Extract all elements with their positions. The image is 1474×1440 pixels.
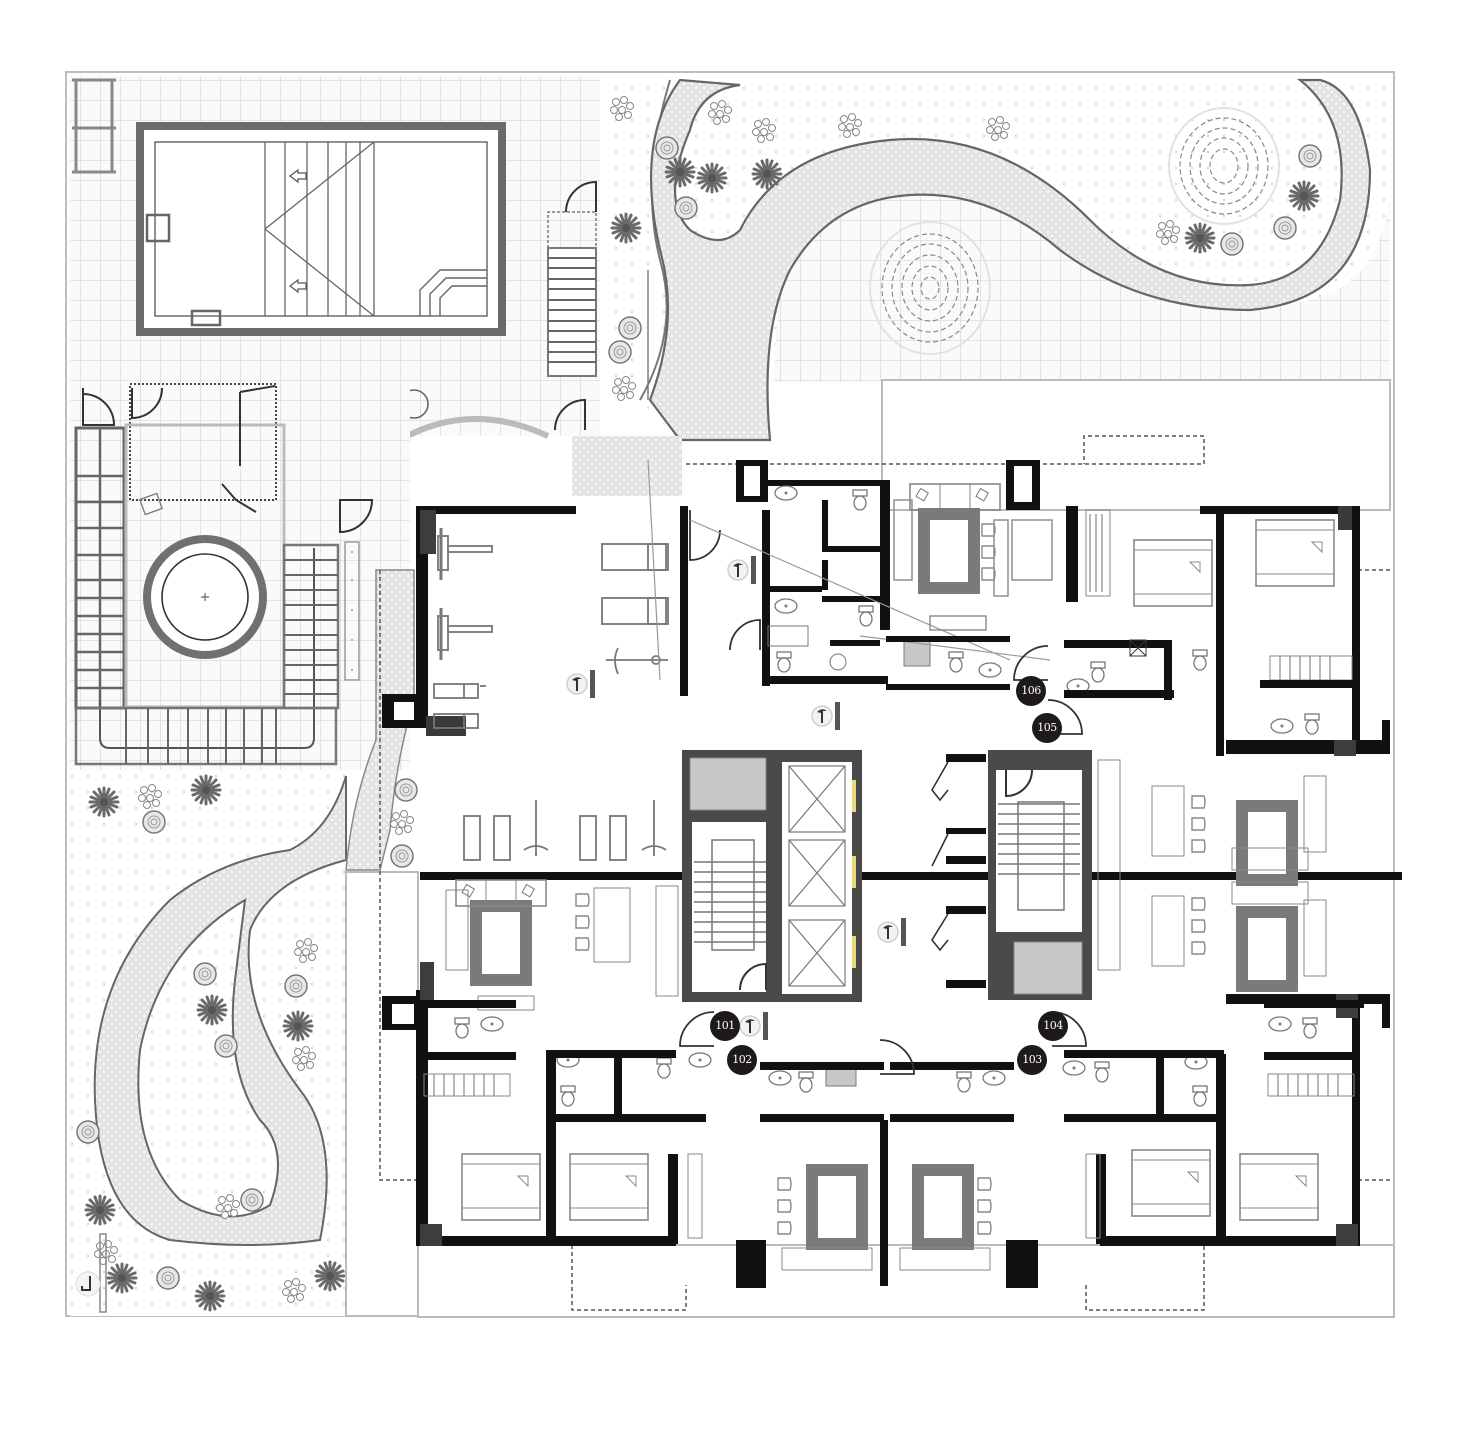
- bench: [433, 683, 486, 699]
- fountain-circle: [1168, 107, 1280, 225]
- common-toilets: [689, 485, 931, 686]
- unit-badge-102[interactable]: 102: [727, 1045, 757, 1075]
- exercise-bike: [606, 647, 668, 675]
- lift-and-stair-core: [682, 750, 1092, 1002]
- jacuzzi-terrace: [70, 380, 410, 770]
- unit-105-furniture: [1064, 509, 1356, 735]
- bench: [433, 713, 479, 729]
- pool-deck: [70, 76, 600, 473]
- unit-103-104-furniture: [890, 1000, 1364, 1271]
- swimming-pool: [136, 122, 506, 336]
- fountain-circle: [869, 221, 991, 355]
- unit-106-furniture: [886, 483, 1053, 690]
- north-arrow: [75, 1271, 101, 1297]
- weight-station: [437, 608, 493, 660]
- unit-101-102-furniture: [416, 1000, 884, 1271]
- weight-station: [437, 528, 493, 580]
- unit-badge-103[interactable]: 103: [1017, 1045, 1047, 1075]
- fitness-room: [433, 528, 669, 861]
- unit-badge-104[interactable]: 104: [1038, 1011, 1068, 1041]
- building: [345, 379, 1402, 1318]
- round-jacuzzi: [143, 535, 267, 659]
- east-living-furniture: [1097, 759, 1327, 992]
- lift-cars: [788, 765, 846, 987]
- treadmill: [601, 543, 669, 571]
- unit-badge-105[interactable]: 105: [1032, 713, 1062, 743]
- garden-west: [70, 772, 347, 1316]
- door-swings: [679, 645, 1087, 1075]
- bench: [463, 815, 627, 861]
- pool-stair: [547, 180, 597, 431]
- exercise-bike: [523, 800, 667, 856]
- unit-badge-101[interactable]: 101: [710, 1011, 740, 1041]
- unit-badge-106[interactable]: 106: [1016, 676, 1046, 706]
- garden-north: [604, 76, 1390, 442]
